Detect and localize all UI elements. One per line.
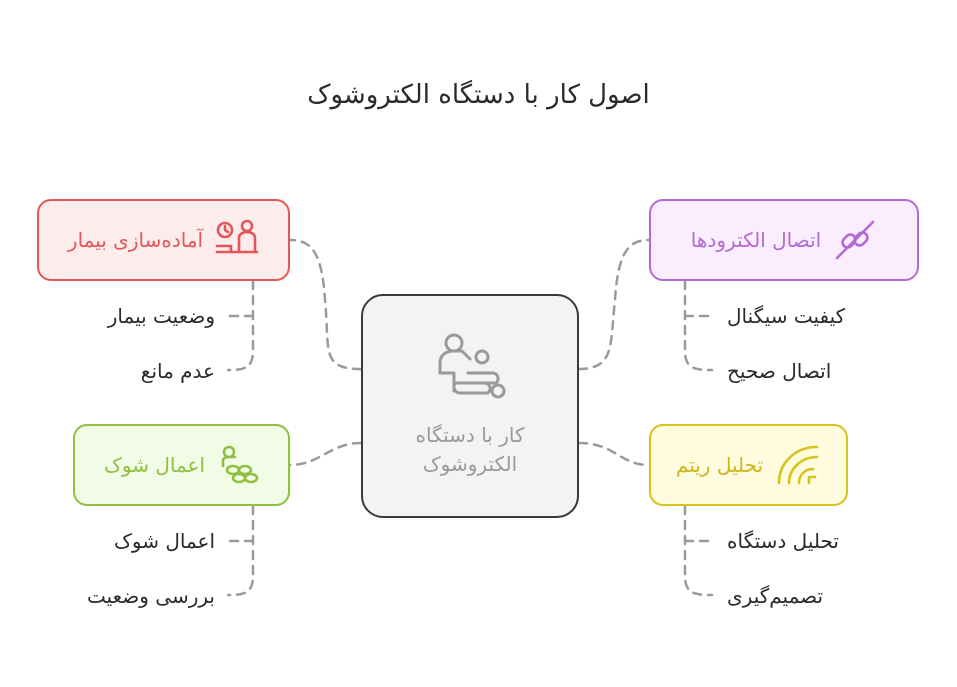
branch-label-rhythm: تحلیل ریتم bbox=[675, 453, 764, 477]
caregiver-patient-icon bbox=[434, 333, 506, 409]
branch-shock: اعمال شوک bbox=[73, 424, 290, 506]
connector-rhythm-children bbox=[683, 504, 714, 597]
branch-preparation: آماده‌سازی بیمار bbox=[37, 199, 290, 281]
child-rhythm-2: تصمیم‌گیری bbox=[727, 584, 824, 608]
child-preparation-2: عدم مانع bbox=[140, 359, 215, 383]
branch-label-shock: اعمال شوک bbox=[103, 453, 206, 477]
center-label: کار با دستگاه الکتروشوک bbox=[415, 423, 525, 476]
child-shock-2: بررسی وضعیت bbox=[86, 584, 215, 608]
patient-prep-icon bbox=[215, 218, 259, 262]
center-node: کار با دستگاه الکتروشوک bbox=[361, 294, 579, 518]
child-shock-1: اعمال شوک bbox=[113, 529, 215, 553]
branch-rhythm: تحلیل ریتم bbox=[649, 424, 848, 506]
branch-label-preparation: آماده‌سازی بیمار bbox=[67, 228, 204, 252]
connector-electrodes-children bbox=[683, 279, 714, 372]
coins-hand-icon bbox=[217, 444, 259, 486]
child-rhythm-1: تحلیل دستگاه bbox=[727, 529, 839, 553]
child-preparation-1: وضعیت بیمار bbox=[107, 304, 215, 328]
connector-center-shock bbox=[288, 441, 363, 467]
child-electrodes-2: اتصال صحیح bbox=[727, 359, 832, 383]
connector-shock-children bbox=[226, 504, 255, 597]
link-icon bbox=[833, 218, 877, 262]
connector-center-preparation bbox=[288, 238, 363, 371]
branch-label-electrodes: اتصال الکترودها bbox=[690, 228, 822, 252]
connector-center-rhythm bbox=[577, 441, 651, 467]
rss-wave-icon bbox=[775, 443, 821, 487]
diagram-title: اصول کار با دستگاه الکتروشوک bbox=[307, 80, 650, 110]
connector-center-electrodes bbox=[577, 238, 651, 371]
branch-electrodes: اتصال الکترودها bbox=[649, 199, 919, 281]
connector-preparation-children bbox=[226, 279, 255, 372]
child-electrodes-1: کیفیت سیگنال bbox=[727, 304, 846, 328]
